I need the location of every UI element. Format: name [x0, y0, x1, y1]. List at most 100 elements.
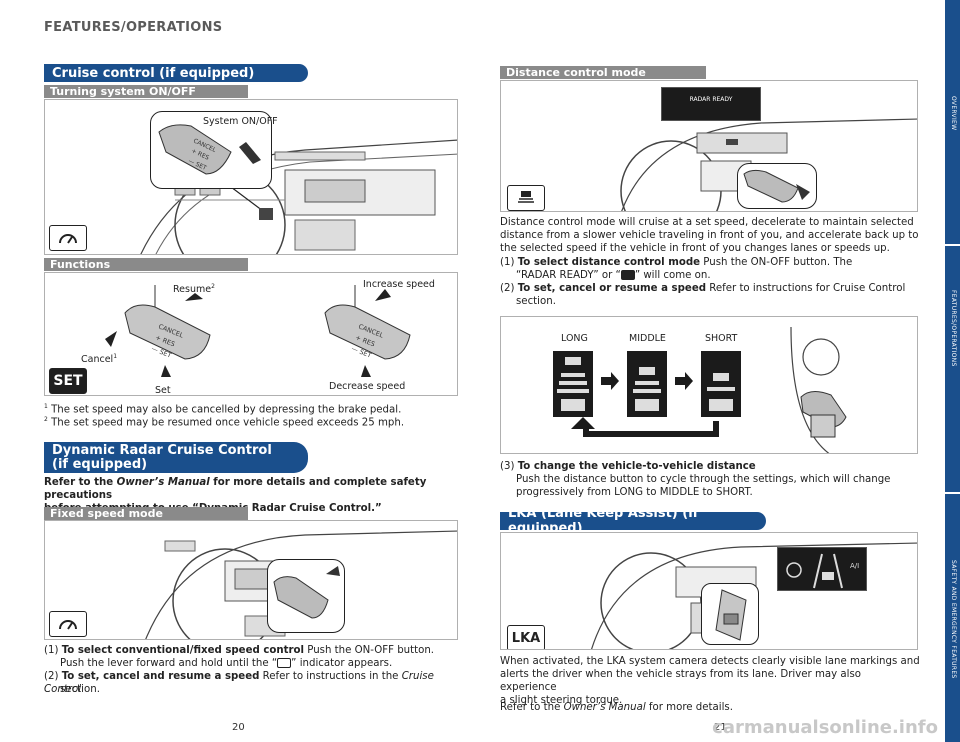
lane-display-drawing: A/I [786, 553, 859, 589]
tab-features[interactable]: FEATURES/OPERATIONS [950, 290, 957, 367]
lka-refer-a: Refer to the [500, 702, 564, 713]
page-number-left: 20 [232, 722, 245, 733]
cruise-indicator-icon [49, 225, 87, 251]
footnote-2: 2 The set speed may be resumed once vehi… [44, 413, 458, 429]
dashboard-drawing [140, 139, 457, 254]
footnote-1: 1 The set speed may also be cancelled by… [44, 400, 458, 416]
footnote-2-text: The set speed may be resumed once vehicl… [51, 417, 405, 429]
lever-callout-onoff: CANCEL + RES — SET [150, 111, 272, 189]
lka-body-line3: a slight steering torque. [500, 695, 623, 706]
lka-refer: Refer to the Owner’s Manual for more det… [500, 701, 920, 714]
speedometer-icon [277, 658, 292, 668]
distance-control-subtitle: Distance control mode [500, 66, 706, 79]
speedometer-icon [59, 620, 77, 630]
lka-refer-manual: Owner’s Manual [563, 702, 646, 713]
distance-short-label: SHORT [705, 333, 738, 344]
fixed-speed-indicator-icon [49, 611, 87, 637]
distance-step-1-line2-b: ” will come on. [634, 270, 711, 281]
decrease-speed-label: Decrease speed [329, 381, 406, 392]
fixed-speed-subtitle-text: Fixed speed mode [50, 507, 163, 520]
distance-step-2-line2: section. [516, 296, 556, 307]
page-header-title: FEATURES/OPERATIONS [44, 20, 223, 35]
turning-system-subtitle: Turning system ON/OFF [44, 85, 248, 98]
distance-settings-drawing [553, 326, 847, 453]
distance-step-1-bold: To select distance control mode [517, 257, 701, 268]
lever-callout-fixed [267, 559, 345, 633]
lka-display: A/I [777, 547, 867, 591]
footnote-1-marker: 1 [44, 403, 48, 410]
lever-functions-drawing: CANCEL + RES — SET CANCEL + RES — SET [105, 285, 411, 377]
distance-middle-label: MIDDLE [629, 333, 666, 344]
functions-illustration: CANCEL + RES — SET CANCEL + RES — SET Re… [44, 272, 458, 396]
page-number-right: 21 [714, 722, 727, 733]
functions-subtitle-text: Functions [50, 258, 111, 271]
cancel-superscript: 1 [113, 353, 118, 360]
turning-system-subtitle-text: Turning system ON/OFF [50, 85, 196, 98]
distance-lever-drawing [743, 169, 810, 203]
tab-overview[interactable]: OVERVIEW [950, 96, 957, 131]
watermark: carmanualsonline.info [712, 717, 938, 738]
distance-body-line3: the selected speed if the vehicle in fro… [500, 243, 890, 254]
tab-divider [945, 244, 960, 246]
lka-title: LKA (Lane Keep Assist) (if equipped) [500, 506, 766, 536]
fixed-step-2-bold: To set, cancel and resume a speed [61, 671, 260, 682]
distance-step-1: (1) To select distance control mode Push… [500, 256, 920, 269]
tab-divider [945, 492, 960, 494]
distance-step-2-text: Refer to instructions for Cruise Control [706, 283, 906, 294]
speedometer-icon [59, 234, 77, 244]
fixed-step-2: (2) To set, cancel and resume a speed Re… [44, 670, 464, 696]
distance-step-1-text: Push the ON-OFF button. The [700, 257, 853, 268]
fixed-step-1-line2-b: ” indicator appears. [291, 658, 393, 669]
distance-body: Distance control mode will cruise at a s… [500, 216, 920, 255]
cancel-label-text: Cancel [81, 354, 114, 366]
footnote-2-marker: 2 [44, 416, 48, 423]
radar-ready-display: RADAR READY [661, 87, 761, 121]
fixed-step-2-text: Refer to instructions in the [259, 671, 402, 682]
distance-body-line1: Distance control mode will cruise at a s… [500, 217, 914, 228]
distance-control-illustration: RADAR READY [500, 80, 918, 212]
fixed-step-2-italic: Cruise Control [44, 671, 434, 695]
increase-speed-label: Increase speed [363, 279, 435, 290]
distance-step-1-line2-a: “RADAR READY” or “ [516, 270, 621, 281]
fixed-speed-illustration [44, 520, 458, 640]
drcc-intro-a: Refer to the [44, 477, 117, 488]
fixed-step-2-number: (2) [44, 671, 59, 682]
distance-step-3-number: (3) [500, 461, 515, 472]
distance-step-1-number: (1) [500, 257, 515, 268]
radar-ready-text: RADAR READY [689, 96, 733, 103]
side-tabs: OVERVIEW FEATURES/OPERATIONS SAFETY AND … [945, 0, 960, 742]
distance-long-label: LONG [561, 333, 588, 344]
lka-body-line1: When activated, the LKA system camera de… [500, 656, 920, 667]
tab-safety[interactable]: SAFETY AND EMERGENCY FEATURES [950, 560, 957, 679]
distance-body-line2: distance from a slower vehicle traveling… [500, 230, 919, 241]
fixed-step-1-line2-a: Push the lever forward and hold until th… [60, 658, 278, 669]
fixed-step-1-text: Push the ON-OFF button. [304, 645, 435, 656]
fixed-step-1-line2: Push the lever forward and hold until th… [44, 657, 464, 670]
lka-switch-drawing [715, 589, 747, 641]
distance-indicator-icon [507, 185, 545, 211]
distance-step-3-line2: progressively from LONG to MIDDLE to SHO… [516, 487, 753, 498]
system-onoff-label: System ON/OFF [203, 116, 278, 127]
distance-step-2: (2) To set, cancel or resume a speed Ref… [500, 282, 920, 295]
footnote-1-text: The set speed may also be cancelled by d… [51, 404, 402, 416]
functions-subtitle: Functions [44, 258, 248, 271]
distance-step-3-bold: To change the vehicle-to-vehicle distanc… [517, 461, 756, 472]
vehicle-distance-icon [620, 270, 635, 280]
distance-step-3: (3) To change the vehicle-to-vehicle dis… [500, 460, 920, 473]
lka-body-line2: alerts the driver when the vehicle stray… [500, 669, 861, 693]
drcc-intro-manual: Owner’s Manual [116, 477, 210, 488]
cancel-label: Cancel1 [81, 353, 117, 365]
resume-label: Resume2 [173, 283, 215, 295]
distance-step-3-line1: Push the distance button to cycle throug… [516, 474, 891, 485]
fixed-step-2-line2: section. [60, 684, 100, 695]
lka-refer-b: for more details. [645, 702, 733, 713]
distance-step-1-line2: “RADAR READY” or “ ” will come on. [500, 269, 920, 282]
set-indicator-icon: SET [49, 368, 87, 394]
resume-label-text: Resume [173, 284, 212, 296]
cruise-control-title-text: Cruise control (if equipped) [52, 65, 255, 81]
lka-switch-callout [701, 583, 759, 645]
lever-callout-distance [737, 163, 817, 209]
distance-settings-illustration: LONG MIDDLE SHORT [500, 316, 918, 454]
lka-illustration: A/I LKA [500, 532, 918, 650]
cruise-onoff-illustration: CANCEL + RES — SET System ON/OFF [44, 99, 458, 255]
